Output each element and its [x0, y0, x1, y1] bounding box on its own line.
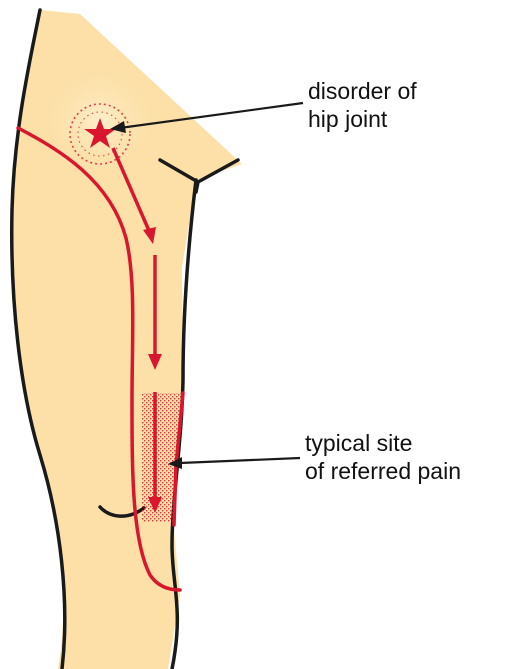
- hip-disorder-label-line2: hip joint: [308, 106, 388, 132]
- hip-disorder-label-line1: disorder of: [308, 78, 417, 104]
- referred-pain-pointer: [168, 457, 300, 469]
- referred-pain-label-line1: typical site: [305, 430, 412, 456]
- referred-pain-label-line2: of referred pain: [305, 458, 461, 484]
